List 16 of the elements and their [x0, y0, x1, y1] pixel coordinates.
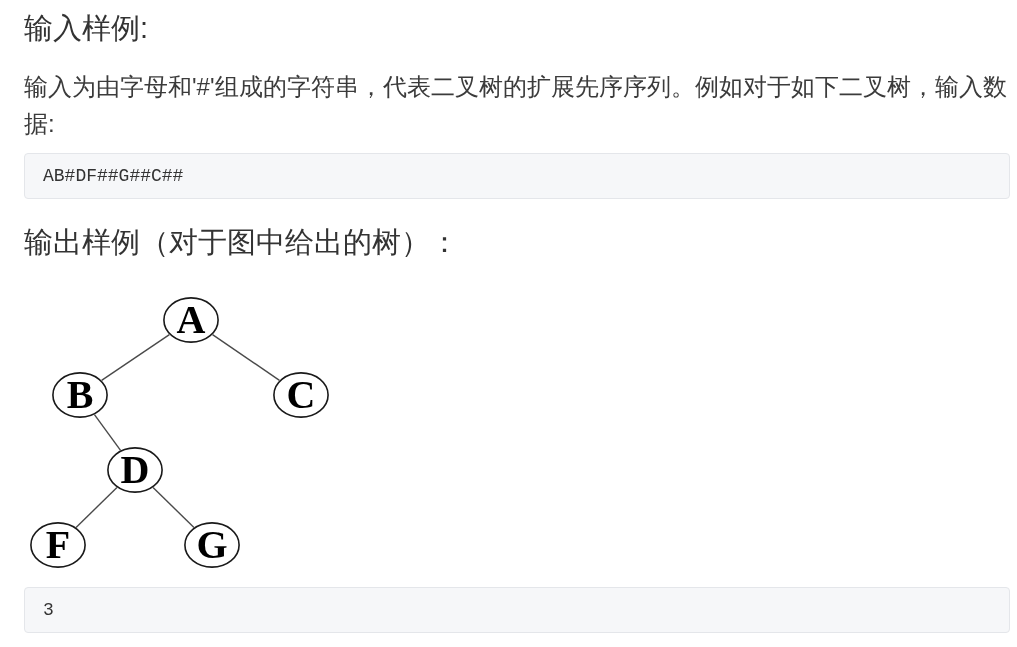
connector-line [75, 486, 118, 529]
tree-node: F [30, 522, 86, 568]
tree-node: B [52, 372, 108, 418]
connector-line [93, 414, 122, 451]
connector-line [211, 334, 281, 381]
code-block: 3 [24, 587, 1010, 633]
heading: 输入样例: [24, 11, 149, 46]
tree-node: G [184, 522, 240, 568]
heading: 输出样例（对于图中给出的树）： [24, 225, 459, 260]
connector-line [100, 333, 171, 382]
connector-line [152, 486, 195, 529]
tree-node: A [163, 297, 219, 343]
tree-node: C [273, 372, 329, 418]
paragraph: 输入为由字母和'#'组成的字符串，代表二叉树的扩展先序序列。例如对于如下二叉树，输入数据: [24, 72, 1008, 139]
code-block: AB#DF##G##C## [24, 153, 1010, 199]
tree-node: D [107, 447, 163, 493]
